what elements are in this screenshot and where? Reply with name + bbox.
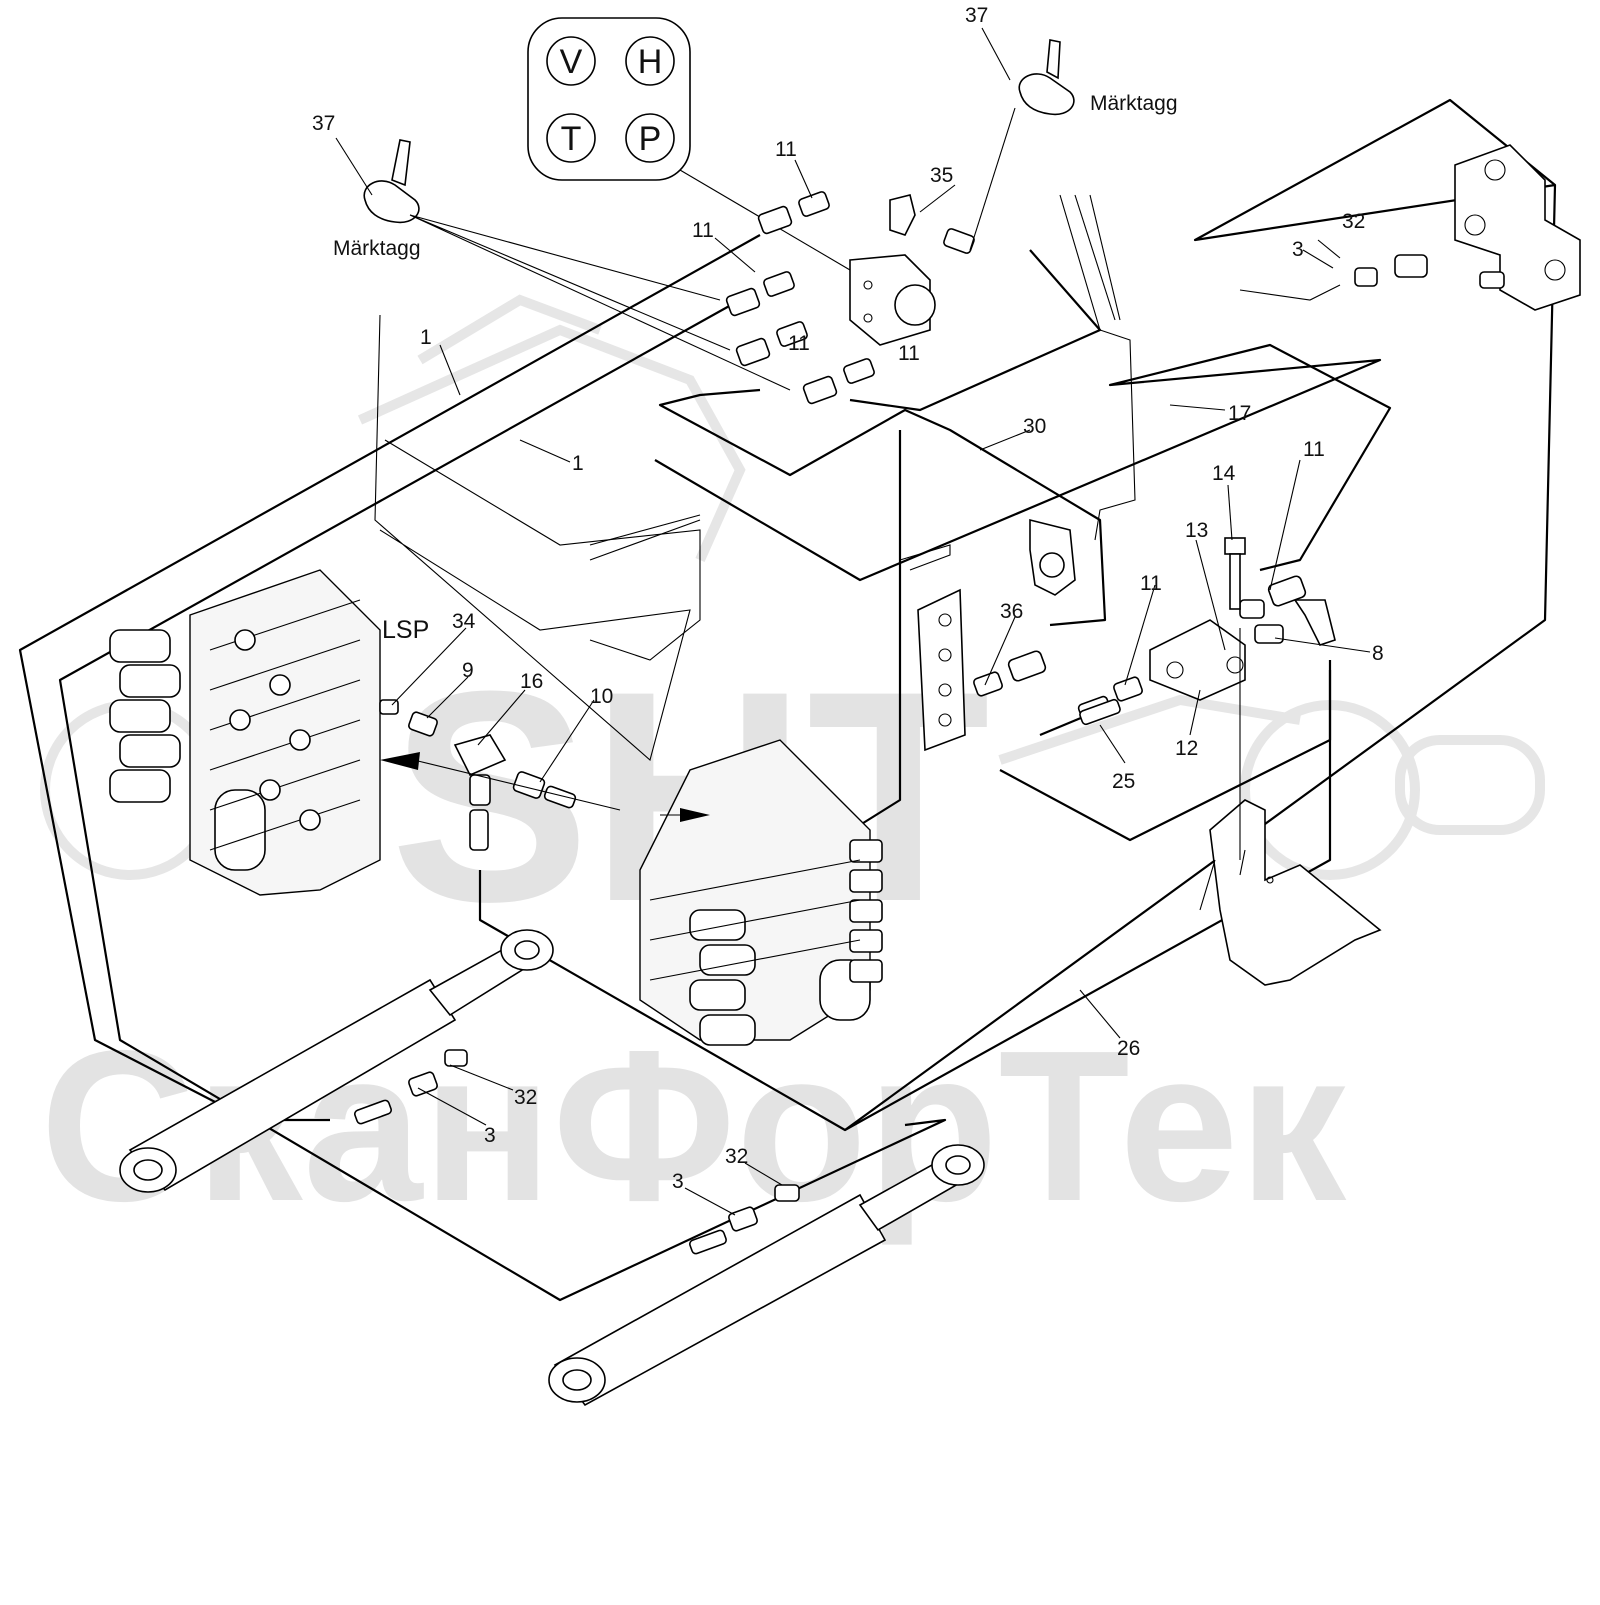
- callout-11: 11: [788, 332, 810, 355]
- callout-25: 25: [1112, 770, 1135, 793]
- callout-1: 1: [572, 452, 584, 475]
- callout-30: 30: [1023, 415, 1046, 438]
- callout-32: 32: [725, 1145, 748, 1168]
- callout-14: 14: [1212, 462, 1236, 485]
- callout-13: 13: [1185, 519, 1208, 542]
- valve-left-solenoids: [109, 629, 181, 803]
- callout-17: 17: [1228, 402, 1251, 425]
- fitting-32-tee-top: [1239, 254, 1505, 301]
- hose-route-return: [849, 249, 1102, 412]
- port-legend: V H T P: [527, 17, 851, 271]
- fitting-11-right: [1239, 575, 1307, 619]
- hose-route-26: [478, 670, 1332, 1132]
- callout-3: 3: [672, 1170, 684, 1193]
- callout-11: 11: [692, 219, 714, 242]
- label-lsp: LSP: [382, 616, 429, 644]
- leader-lines: [335, 27, 1371, 1216]
- callout-10: 10: [590, 685, 613, 708]
- label-marktagg-right: Märktagg: [1090, 92, 1178, 115]
- marker-tag-left: [363, 139, 791, 391]
- callout-11: 11: [898, 342, 920, 365]
- cylinder-left: [119, 929, 554, 1193]
- callout-26: 26: [1117, 1037, 1140, 1060]
- flow-arrows: [380, 752, 710, 822]
- valve-center-ports: [849, 839, 883, 983]
- tee-block-top-right: [1454, 144, 1581, 311]
- fitting-10: [512, 771, 577, 809]
- callout-numbers: 37 37 11 11 11 11 11 11 35 1 1 30 17 32 …: [312, 4, 1384, 1193]
- callout-37-right: 37: [965, 4, 988, 27]
- manifold-block-36: [917, 588, 966, 752]
- fitting-35-elbow: [889, 194, 975, 254]
- hose-route-30: [658, 388, 1107, 627]
- fitting-cyl-left: [354, 1049, 468, 1125]
- bolt-14: [1224, 537, 1246, 610]
- port-legend-p: P: [625, 113, 675, 163]
- callout-36: 36: [1000, 600, 1023, 623]
- mounting-bracket: [1199, 799, 1382, 986]
- svg-text:P: P: [639, 120, 662, 158]
- callout-35: 35: [930, 164, 953, 187]
- valve-block-12: [1149, 619, 1246, 701]
- callout-8: 8: [1372, 642, 1384, 665]
- hose-route-1b: [58, 299, 947, 1302]
- fitting-11-lower: [802, 358, 875, 405]
- port-legend-t: T: [546, 113, 596, 163]
- callout-12: 12: [1175, 737, 1198, 760]
- port-legend-h: H: [625, 36, 675, 86]
- callout-32: 32: [1342, 210, 1365, 233]
- fitting-11-low: [735, 321, 808, 367]
- label-marktagg-left: Märktagg: [333, 237, 421, 260]
- text-labels: Märktagg Märktagg LSP: [333, 92, 1178, 644]
- fitting-9: [408, 711, 438, 737]
- fittings: [354, 191, 1505, 1255]
- valve-left-sections: [209, 599, 361, 851]
- callout-11: 11: [1303, 438, 1325, 461]
- fitting-25: [1079, 698, 1121, 726]
- callout-34: 34: [452, 610, 476, 633]
- callout-37-left: 37: [312, 112, 335, 135]
- callout-3: 3: [484, 1124, 496, 1147]
- hose-route-32: [844, 98, 1557, 1131]
- callout-9: 9: [462, 659, 474, 682]
- fitting-11-mid: [725, 271, 795, 317]
- callout-1: 1: [420, 326, 432, 349]
- callout-11: 11: [1140, 572, 1162, 595]
- watermark-machine-icon: [40, 294, 1545, 880]
- distribution-block: [849, 254, 936, 346]
- hose-route-17: [654, 343, 1392, 582]
- fitting-11-top: [757, 191, 830, 235]
- callout-32: 32: [514, 1086, 537, 1109]
- callout-3: 3: [1292, 238, 1304, 261]
- fitting-16-tee: [453, 734, 507, 851]
- fitting-8-elbow: [1254, 599, 1336, 646]
- marker-tag-right: [969, 39, 1075, 251]
- control-valve-left: [109, 569, 381, 896]
- fitting-36: [973, 650, 1047, 697]
- cylinder-right: [548, 1144, 985, 1407]
- callout-11: 11: [775, 138, 797, 161]
- svg-text:T: T: [561, 120, 582, 158]
- callout-16: 16: [520, 670, 543, 693]
- svg-text:H: H: [638, 43, 663, 81]
- port-legend-v: V: [546, 36, 596, 86]
- hose-route-30b: [859, 430, 902, 826]
- frame-outline: [374, 194, 1136, 761]
- fitting-cyl-right: [689, 1184, 800, 1255]
- svg-text:V: V: [560, 43, 583, 81]
